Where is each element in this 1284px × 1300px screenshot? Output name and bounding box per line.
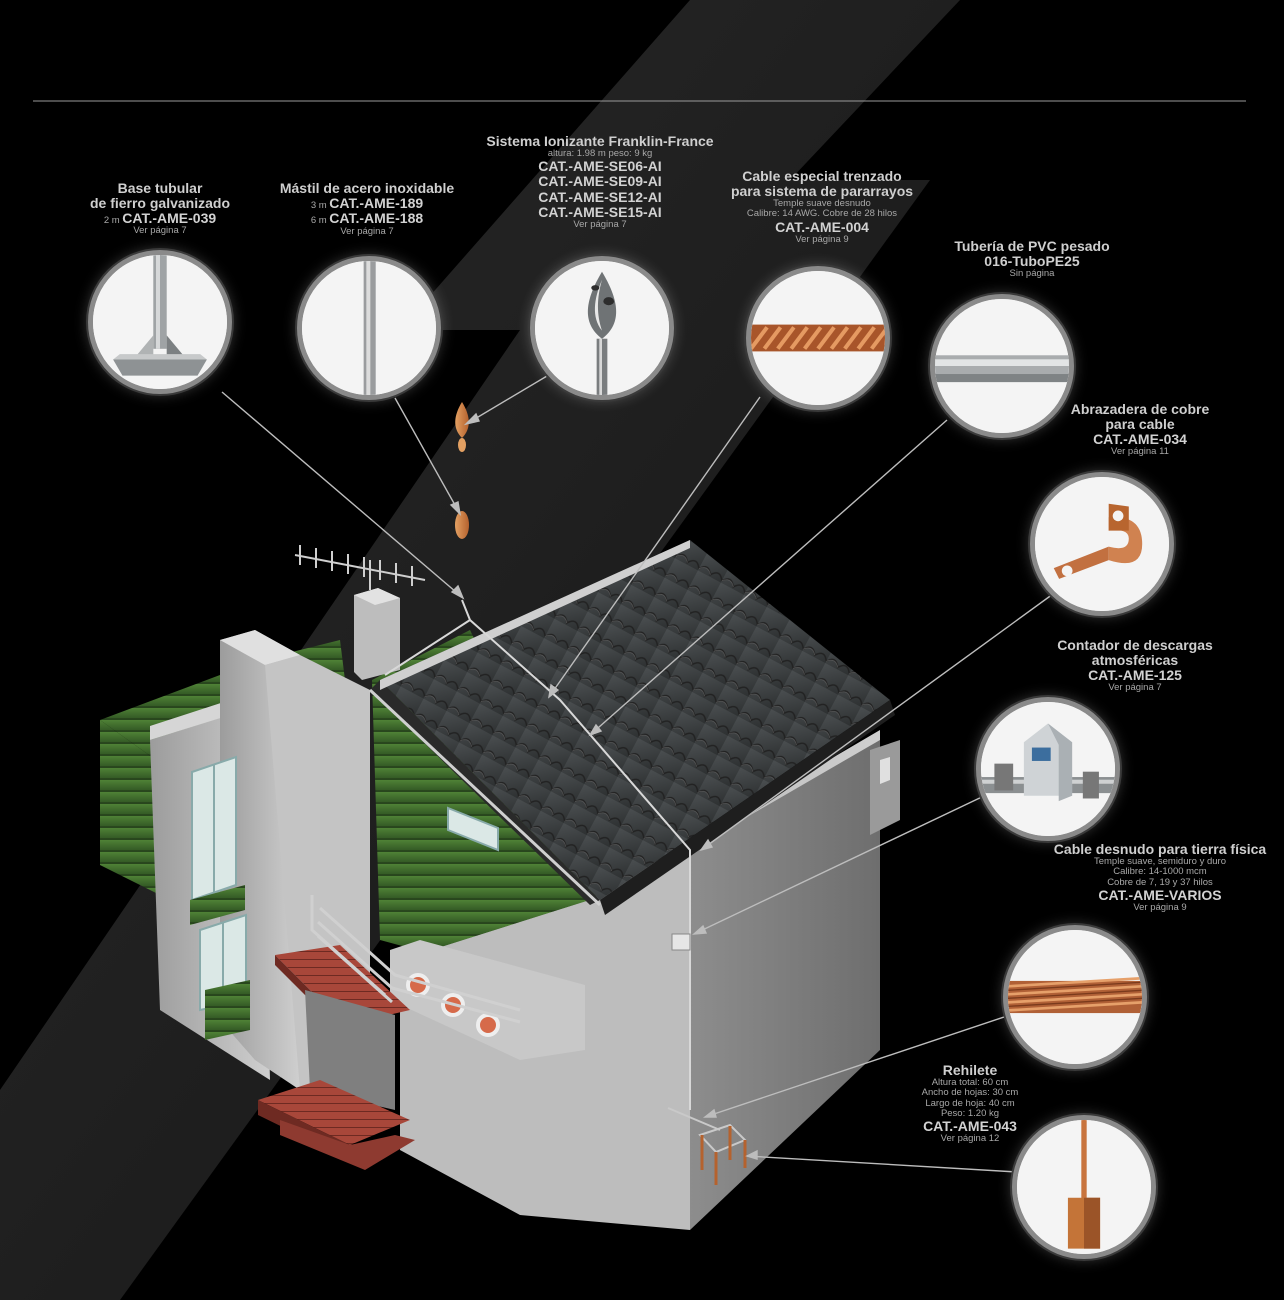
title: de fierro galvanizado <box>89 195 231 212</box>
catalog-code: CAT.-AME-189 <box>329 195 424 212</box>
catalog-code: CAT.-AME-SE09-AI <box>538 173 662 190</box>
contador-photo <box>976 697 1120 841</box>
title: Contador de descargas <box>1057 637 1213 653</box>
spec: Ancho de hojas: 30 cm <box>921 1087 1019 1099</box>
spec: Calibre: 14 AWG. Cobre de 28 hilos <box>746 208 898 220</box>
catalog-code: CAT.-AME-VARIOS <box>1098 886 1222 903</box>
label-base-tubular: Base tubular de fierro galvanizado 2 m C… <box>60 180 260 237</box>
label-abrazadera: Abrazadera de cobre para cable CAT.-AME-… <box>1060 401 1220 458</box>
sistema-ionizante-photo <box>530 256 674 400</box>
spec: Cobre de 7, 19 y 37 hilos <box>1107 876 1213 888</box>
label-contador: Contador de descargas atmosféricas CAT.-… <box>1040 637 1230 694</box>
page-ref: Ver página 9 <box>795 233 849 245</box>
catalog-code: CAT.-AME-039 <box>122 210 217 227</box>
title: 016-TuboPE25 <box>984 253 1080 270</box>
spec: Temple suave desnudo <box>773 198 871 210</box>
catalog-code: CAT.-AME-125 <box>1088 667 1182 684</box>
title: Base tubular <box>117 180 203 196</box>
catalog-code: CAT.-AME-SE12-AI <box>538 188 662 205</box>
spec: altura: 1.98 m peso: 9 kg <box>547 148 653 160</box>
label-cable-desnudo: Cable desnudo para tierra física Temple … <box>1040 841 1280 913</box>
catalog-code: CAT.-AME-SE06-AI <box>538 158 662 175</box>
catalog-code: CAT.-AME-SE15-AI <box>538 203 662 220</box>
abrazadera-photo <box>1030 472 1174 616</box>
title: Mástil de acero inoxidable <box>279 180 455 196</box>
page-ref: Ver página 7 <box>573 218 627 230</box>
page-ref: Ver página 7 <box>1108 682 1162 694</box>
page-ref: Ver página 11 <box>1111 446 1169 458</box>
title: Abrazadera de cobre <box>1070 401 1210 417</box>
size: 6 m <box>310 215 327 227</box>
cable-trenzado-photo <box>746 266 890 410</box>
page-ref: Ver página 7 <box>340 225 394 237</box>
title: atmosféricas <box>1091 652 1179 669</box>
title: Cable desnudo para tierra física <box>1053 841 1267 857</box>
page-ref: Ver página 7 <box>133 225 187 237</box>
label-rehilete: Rehilete Altura total: 60 cm Ancho de ho… <box>900 1062 1040 1145</box>
label-mastil: Mástil de acero inoxidable 3 m CAT.-AME-… <box>262 180 472 237</box>
size: 3 m <box>310 200 327 212</box>
title: para cable <box>1105 416 1175 433</box>
label-cable-trenzado: Cable especial trenzado para sistema de … <box>712 168 932 245</box>
title: Sistema Ionizante Franklin-France <box>486 133 714 149</box>
tuberia-pvc-photo <box>930 294 1074 438</box>
spec: Calibre: 14-1000 mcm <box>1113 866 1207 878</box>
label-sistema-ionizante: Sistema Ionizante Franklin-France altura… <box>470 133 730 230</box>
title: Tubería de PVC pesado <box>954 238 1110 254</box>
catalog-code: CAT.-AME-043 <box>923 1118 1017 1135</box>
catalog-code: CAT.-AME-188 <box>329 210 424 227</box>
title: para sistema de pararrayos <box>730 183 914 200</box>
cable-desnudo-photo <box>1003 925 1147 1069</box>
title: Rehilete <box>942 1062 998 1078</box>
mastil-photo <box>297 256 441 400</box>
label-tuberia-pvc: Tubería de PVC pesado 016-TuboPE25 Sin p… <box>942 238 1122 280</box>
base-tubular-photo <box>88 250 232 394</box>
spec: Temple suave, semiduro y duro <box>1093 856 1226 868</box>
catalog-code: CAT.-AME-034 <box>1093 431 1187 448</box>
page-ref: Ver página 12 <box>940 1133 1000 1145</box>
title: Cable especial trenzado <box>742 168 902 184</box>
spec: Altura total: 60 cm <box>931 1077 1009 1089</box>
spec: Peso: 1.20 kg <box>940 1107 1000 1119</box>
catalog-code: CAT.-AME-004 <box>775 218 869 235</box>
spec: Largo de hoja: 40 cm <box>925 1097 1015 1109</box>
page-ref: Sin página <box>1009 268 1055 280</box>
rehilete-photo <box>1012 1115 1156 1259</box>
size: 2 m <box>103 215 120 227</box>
page-ref: Ver página 9 <box>1133 901 1187 913</box>
